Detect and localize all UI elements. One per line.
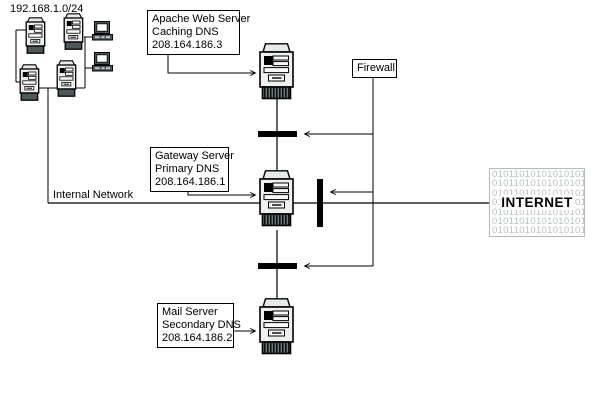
- label-line: Secondary DNS: [162, 319, 241, 331]
- internet-label: INTERNET: [500, 194, 574, 210]
- subnet-label: 192.168.1.0/24: [10, 3, 84, 15]
- internal-network-label: Internal Network: [53, 189, 134, 201]
- binary-row: 01011010101010101: [492, 216, 585, 228]
- internet-cloud: 01011010101010101 01011010101010101 0101…: [489, 168, 585, 237]
- workstation-icon: [92, 21, 113, 41]
- mail-server-icon: [259, 297, 294, 355]
- firewall-bar-top: [258, 131, 297, 137]
- gateway-server-label: Gateway Server Primary DNS 208.164.186.1: [150, 147, 234, 192]
- binary-row: 01011010101010101: [492, 225, 585, 237]
- binary-row: 01011010101010101: [492, 206, 585, 218]
- label-line: Mail Server: [162, 306, 218, 318]
- label-line: Apache Web Server: [152, 13, 251, 25]
- label-line: 208.164.186.2: [162, 332, 233, 344]
- label-line: 208.164.186.3: [152, 39, 223, 51]
- lan-computer-icon: [56, 60, 77, 97]
- apache-label-arrow: [167, 50, 257, 77]
- apache-server-label: Apache Web Server Caching DNS 208.164.18…: [147, 10, 251, 55]
- firewall-bar-gateway: [317, 179, 323, 227]
- apache-server-icon: [259, 42, 294, 100]
- label-line: Caching DNS: [152, 26, 219, 38]
- label-line: Primary DNS: [155, 163, 220, 175]
- binary-row: 01011010101010101: [492, 187, 585, 199]
- binary-row: 01011010101010101: [492, 169, 585, 180]
- label-line: 208.164.186.1: [155, 176, 226, 188]
- workstation-icon: [92, 52, 113, 72]
- lan-wiring: [15, 29, 92, 203]
- lan-computer-icon: [63, 13, 84, 50]
- gateway-server-icon: [259, 170, 294, 227]
- lan-computer-icon: [25, 17, 46, 54]
- binary-row: 01011010101010101: [492, 178, 585, 190]
- firewall-bar-bottom: [258, 263, 297, 269]
- lan-computer-icon: [19, 64, 40, 101]
- firewall-label: Firewall: [352, 59, 397, 78]
- label-line: Gateway Server: [155, 150, 234, 162]
- mail-server-label: Mail Server Secondary DNS 208.164.186.2: [157, 303, 241, 348]
